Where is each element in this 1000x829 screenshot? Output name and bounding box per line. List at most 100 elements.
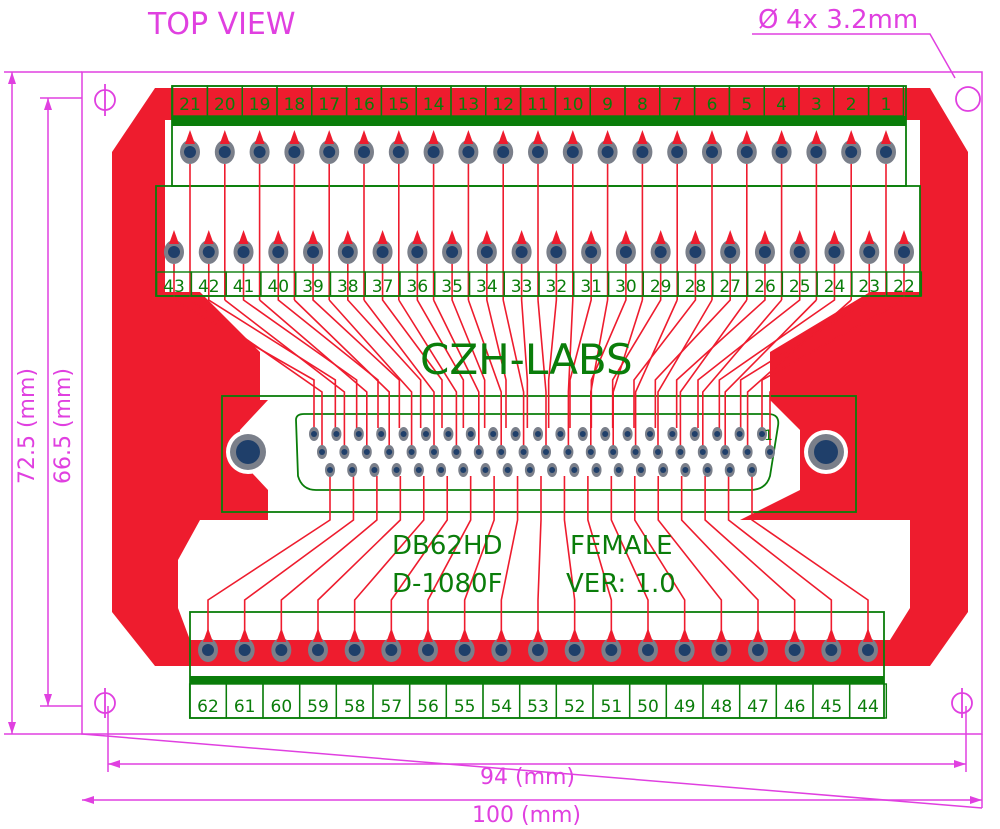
middle-pin-number-33: 33	[511, 277, 533, 297]
connector-pins	[309, 427, 775, 477]
view-title: TOP VIEW	[147, 7, 296, 42]
product-line2-left: D-1080F	[392, 569, 503, 599]
terminal-pad-30	[615, 230, 636, 264]
terminal-pad-43	[164, 230, 184, 264]
bottom-pin-number-48: 48	[711, 697, 733, 717]
terminal-pad-14	[423, 130, 444, 164]
bottom-pin-number-45: 45	[821, 697, 843, 717]
terminal-pad-11	[528, 130, 548, 164]
middle-pin-number-26: 26	[754, 277, 776, 297]
terminal-pad-20	[214, 130, 235, 164]
bottom-pin-number-58: 58	[344, 697, 366, 717]
terminal-pad-52	[564, 628, 585, 662]
brand-label: CZH-LABS	[420, 335, 633, 384]
terminal-pad-39	[303, 230, 324, 264]
terminal-pad-10	[562, 130, 583, 164]
bottom-pin-number-51: 51	[601, 697, 623, 717]
terminal-pad-12	[493, 130, 514, 164]
bottom-pin-number-55: 55	[454, 697, 476, 717]
terminal-pad-25	[789, 230, 810, 264]
hole-symbol: Ø	[758, 5, 778, 35]
bottom-pin-number-53: 53	[527, 697, 549, 717]
terminal-pad-28	[685, 230, 706, 264]
middle-pin-number-30: 30	[615, 277, 637, 297]
terminal-pad-42	[198, 230, 219, 264]
terminal-pad-55	[454, 628, 475, 662]
dimension-inner-height: 66.5 (mm)	[51, 368, 76, 484]
terminal-pad-7	[667, 130, 688, 164]
terminal-pad-53	[528, 628, 548, 662]
middle-pin-number-23: 23	[858, 277, 880, 297]
terminal-pad-38	[337, 230, 358, 264]
terminal-pad-6	[702, 130, 722, 164]
middle-pin-number-28: 28	[685, 277, 707, 297]
top-pin-number-10: 10	[562, 95, 584, 115]
bottom-pin-number-59: 59	[307, 697, 329, 717]
dimension-lines	[4, 33, 983, 809]
middle-pin-number-40: 40	[267, 277, 289, 297]
middle-pin-number-41: 41	[233, 277, 255, 297]
hole-spec: 4x 3.2mm	[786, 5, 918, 35]
terminal-pad-4	[771, 130, 792, 164]
middle-pin-number-cell	[885, 271, 923, 297]
middle-pin-number-37: 37	[372, 277, 394, 297]
terminal-pad-34	[476, 230, 497, 264]
middle-pin-number-39: 39	[302, 277, 324, 297]
terminal-pad-58	[344, 628, 365, 662]
terminal-pad-45	[821, 628, 842, 662]
bottom-pin-number-cell	[848, 683, 888, 719]
top-pin-number-9: 9	[602, 95, 613, 115]
terminal-pad-62	[198, 628, 218, 662]
bottom-pin-number-60: 60	[271, 697, 293, 717]
middle-pin-number-29: 29	[650, 277, 672, 297]
middle-pin-number-42: 42	[198, 277, 220, 297]
bottom-pin-number-56: 56	[417, 697, 439, 717]
bottom-pin-number-54: 54	[491, 697, 513, 717]
terminal-pad-8	[632, 130, 653, 164]
top-pin-number-4: 4	[776, 95, 787, 115]
top-pin-number-5: 5	[741, 95, 752, 115]
connector-mount-pads	[226, 430, 848, 474]
terminal-pad-35	[442, 230, 463, 264]
terminal-pad-26	[754, 230, 775, 264]
terminal-pad-59	[308, 628, 328, 662]
terminal-pad-36	[407, 230, 428, 264]
terminal-pad-29	[650, 230, 671, 264]
pcb-traces	[173, 164, 905, 636]
top-pin-number-cell	[867, 85, 905, 117]
terminal-pad-27	[720, 230, 741, 264]
terminal-pad-21	[180, 130, 200, 164]
terminal-pad-9	[597, 130, 618, 164]
terminal-pad-2	[841, 130, 862, 164]
terminal-pad-61	[234, 628, 255, 662]
bottom-pin-number-52: 52	[564, 697, 586, 717]
product-line1-right: FEMALE	[570, 531, 673, 561]
terminal-pad-16	[354, 130, 374, 164]
terminal-pad-51	[601, 628, 622, 662]
middle-pin-number-22: 22	[893, 277, 915, 297]
dimension-outer-width: 100 (mm)	[472, 803, 581, 828]
terminal-pad-57	[381, 628, 402, 662]
terminal-pad-22	[894, 230, 914, 264]
bottom-pin-number-47: 47	[747, 697, 769, 717]
middle-pin-number-35: 35	[441, 277, 463, 297]
product-line2-right: VER: 1.0	[566, 569, 676, 599]
bottom-pin-number-57: 57	[381, 697, 403, 717]
terminal-pad-44	[858, 628, 878, 662]
top-pin-number-21: 21	[179, 95, 201, 115]
dimension-outer-height: 72.5 (mm)	[15, 368, 40, 484]
terminal-pad-5	[736, 130, 757, 164]
terminal-pad-37	[372, 230, 393, 264]
middle-pin-number-36: 36	[407, 277, 429, 297]
connector-pin1-label: 1	[764, 428, 773, 444]
terminal-pad-23	[859, 230, 880, 264]
bottom-pin-number-50: 50	[637, 697, 659, 717]
terminal-pad-47	[748, 628, 768, 662]
terminal-pad-49	[674, 628, 695, 662]
top-pin-number-20: 20	[214, 95, 236, 115]
top-pin-number-16: 16	[353, 95, 375, 115]
terminal-pad-56	[418, 628, 438, 662]
terminal-pad-41	[233, 230, 254, 264]
terminal-pad-31	[581, 230, 602, 264]
